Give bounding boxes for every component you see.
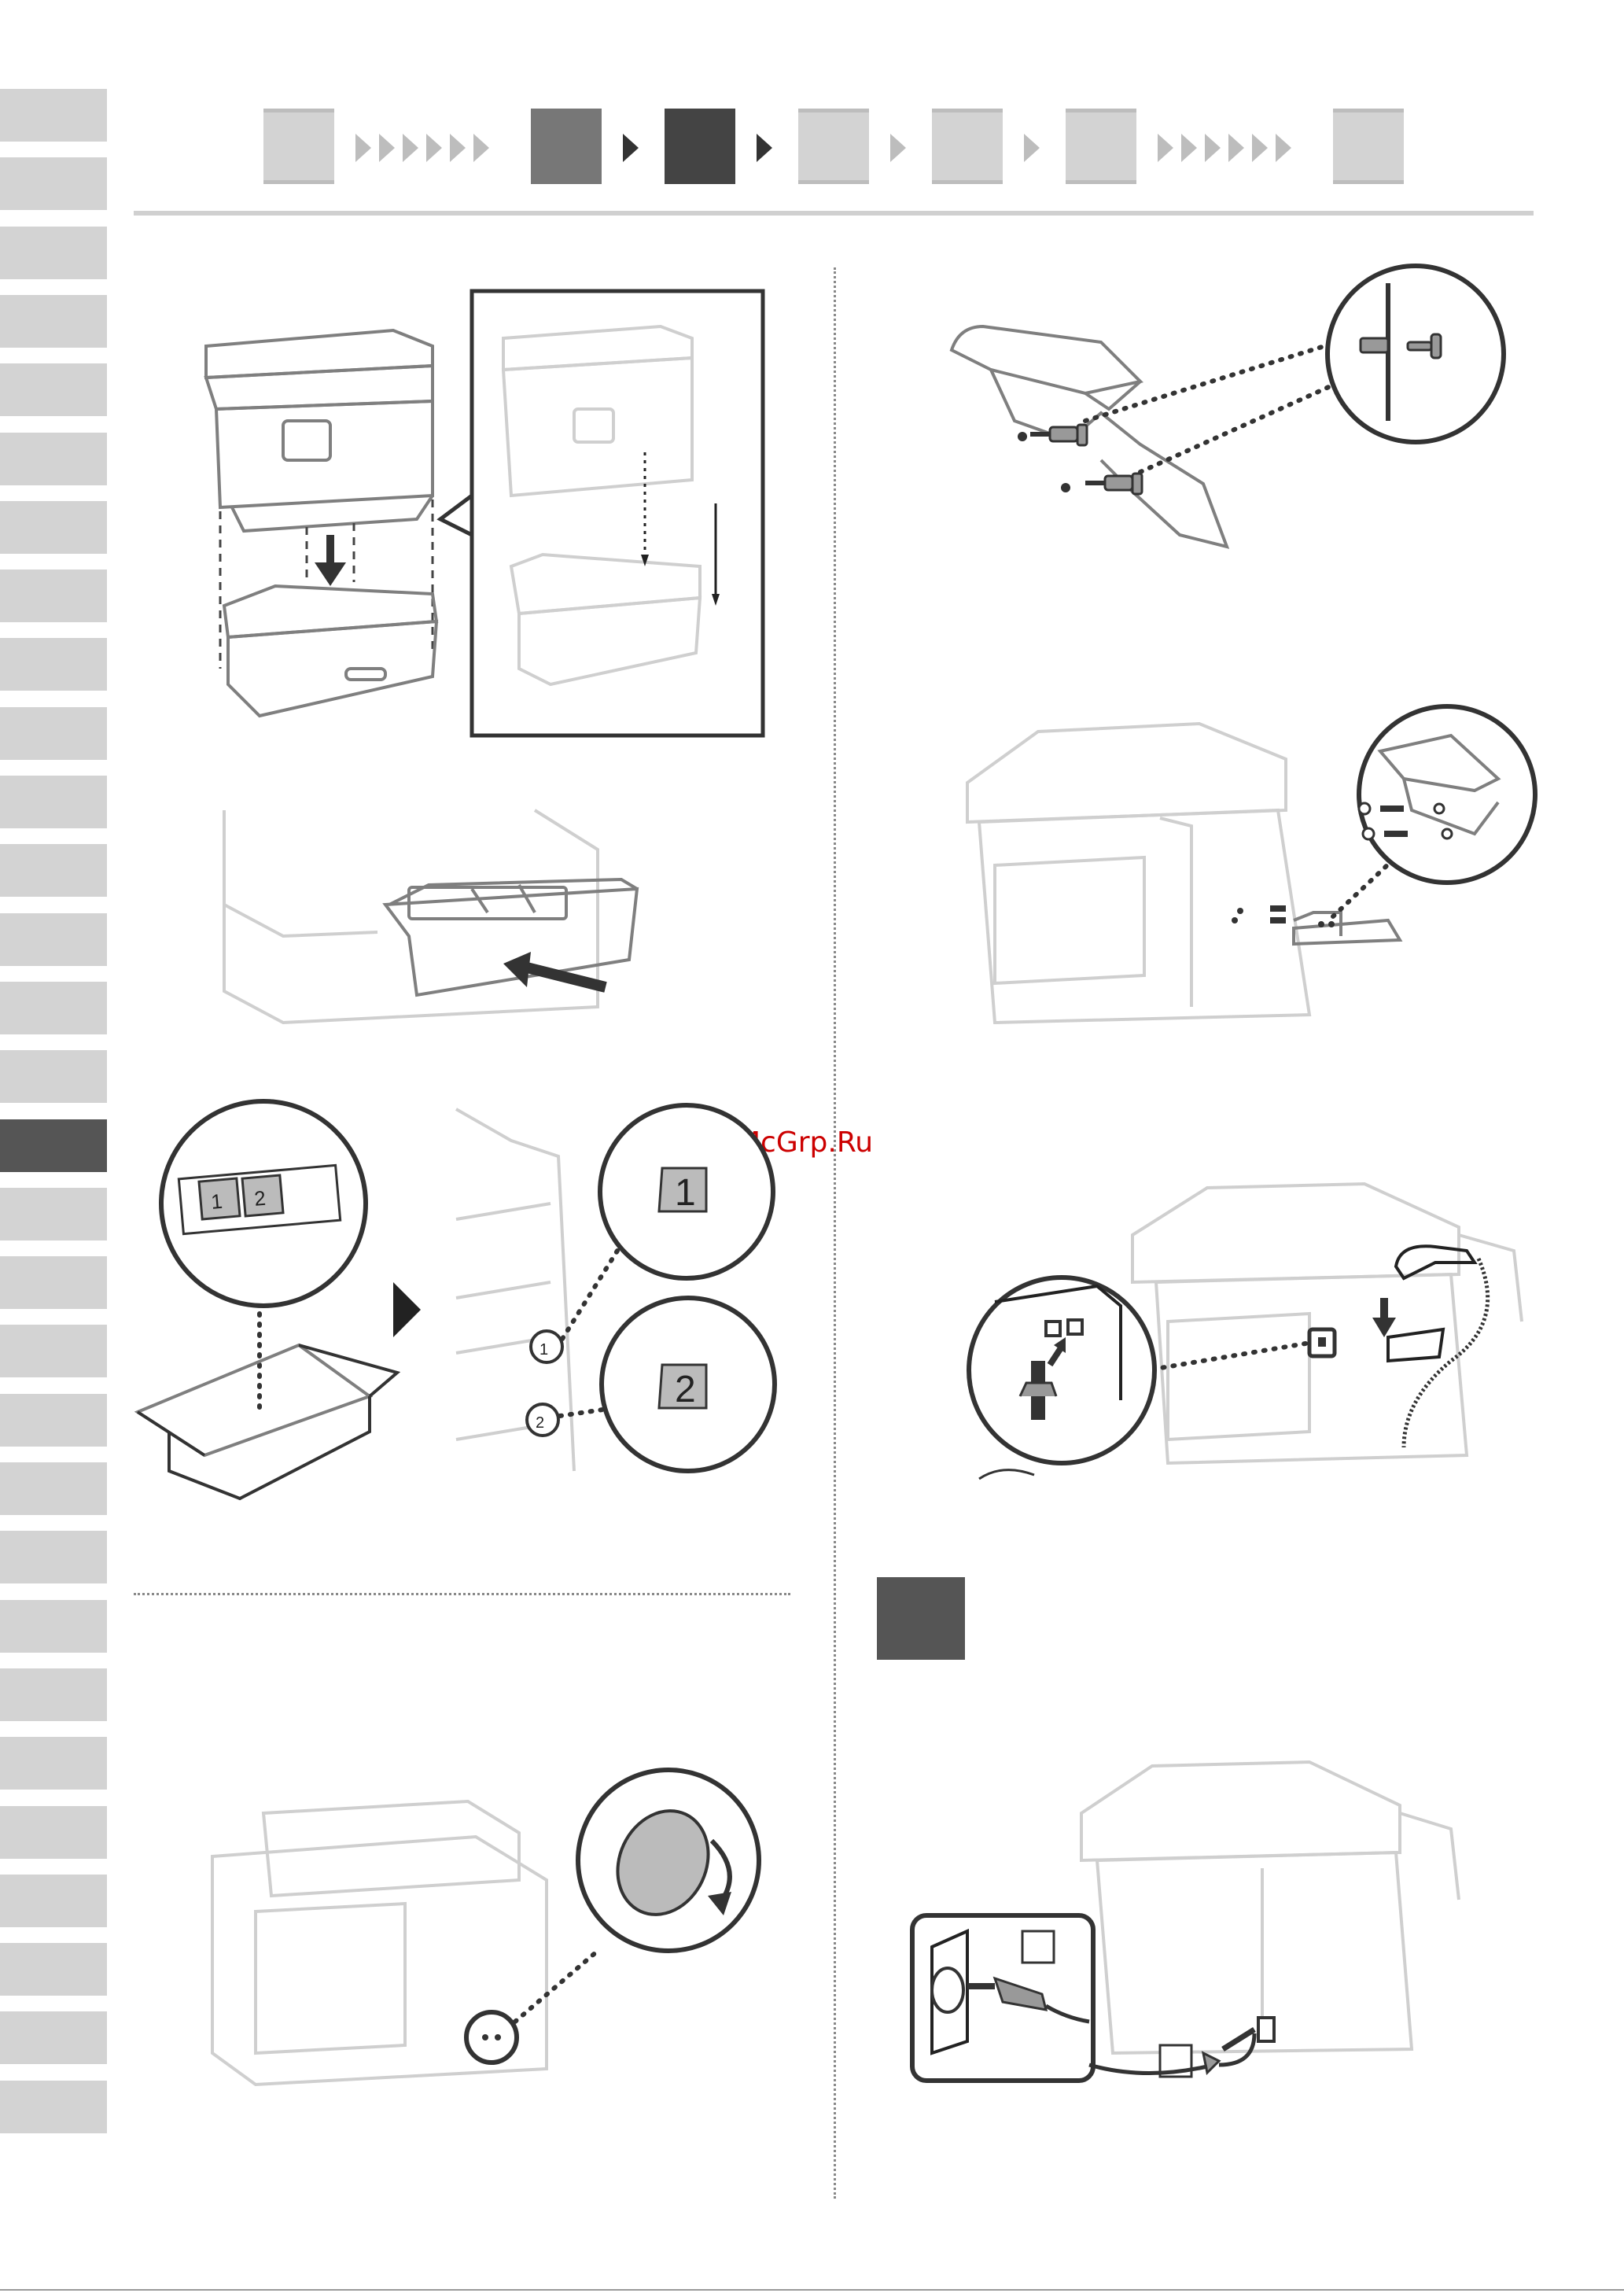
language-tab xyxy=(0,2011,107,2064)
progress-arrow-icon xyxy=(1205,134,1221,162)
remove-cap-illustration xyxy=(208,1754,767,2124)
language-tab xyxy=(0,844,107,897)
progress-arrow-icon xyxy=(450,134,466,162)
language-tab xyxy=(0,157,107,210)
progress-arrow-icon xyxy=(426,134,442,162)
progress-step-6 xyxy=(1066,109,1136,184)
step-number-box xyxy=(877,1577,965,1660)
language-tab xyxy=(0,227,107,279)
language-tab xyxy=(0,1050,107,1103)
progress-step-2 xyxy=(531,109,602,184)
label-sheet-1: 1 xyxy=(210,1189,223,1214)
language-tab xyxy=(0,1256,107,1309)
language-tab xyxy=(0,433,107,485)
language-tab xyxy=(0,1600,107,1653)
language-tab xyxy=(0,1394,107,1447)
language-tab xyxy=(0,570,107,622)
progress-step-5 xyxy=(932,109,1003,184)
progress-arrow-icon xyxy=(379,134,395,162)
progress-step-7 xyxy=(1333,109,1404,184)
language-tab xyxy=(0,776,107,828)
language-tab xyxy=(0,501,107,554)
connect-handset-illustration xyxy=(963,1164,1530,1495)
progress-step-3-current xyxy=(665,109,735,184)
language-tab xyxy=(0,913,107,966)
language-tab xyxy=(0,1668,107,1721)
progress-arrow-icon xyxy=(1276,134,1291,162)
progress-arrow-icon xyxy=(1228,134,1244,162)
progress-arrow-icon xyxy=(623,134,639,162)
language-tab xyxy=(0,1806,107,1859)
paper-drawer-illustration xyxy=(220,802,645,1038)
header-rule xyxy=(134,211,1534,216)
footer-rule xyxy=(0,2289,1624,2291)
language-tab xyxy=(0,1943,107,1996)
progress-step-1 xyxy=(263,109,334,184)
language-tab xyxy=(0,982,107,1034)
language-tab xyxy=(0,2081,107,2133)
language-tab xyxy=(0,638,107,691)
progress-arrow-icon xyxy=(403,134,418,162)
section-divider xyxy=(134,1593,790,1595)
progress-arrow-icon xyxy=(890,134,906,162)
language-tab xyxy=(0,1737,107,1790)
handset-screws-illustration xyxy=(944,264,1518,562)
language-tab xyxy=(0,363,107,416)
progress-arrow-icon xyxy=(1024,134,1040,162)
attach-holder-illustration xyxy=(963,692,1530,1030)
language-tab xyxy=(0,1531,107,1583)
label-sheet-2: 2 xyxy=(253,1186,267,1211)
language-tab xyxy=(0,89,107,142)
progress-step-4 xyxy=(798,109,869,184)
power-cord-illustration xyxy=(908,1750,1475,2112)
progress-arrow-icon xyxy=(757,134,772,162)
drawer-label-2: 2 xyxy=(536,1414,544,1432)
language-tab xyxy=(0,1875,107,1927)
progress-arrow-icon xyxy=(1181,134,1197,162)
language-tab xyxy=(0,1119,107,1172)
language-tab xyxy=(0,1325,107,1377)
progress-arrow-icon xyxy=(1158,134,1173,162)
language-tab xyxy=(0,1462,107,1515)
language-tab xyxy=(0,1188,107,1241)
zoom-label-2: 2 xyxy=(675,1369,696,1410)
language-tab xyxy=(0,707,107,760)
language-tab xyxy=(0,295,107,348)
progress-arrow-icon xyxy=(355,134,371,162)
zoom-label-1: 1 xyxy=(675,1172,696,1214)
progress-arrow-icon xyxy=(473,134,489,162)
drawer-label-1: 1 xyxy=(539,1341,548,1358)
progress-arrow-icon xyxy=(1252,134,1268,162)
drawer-label-illustration: 1 2 1 2 1 2 xyxy=(134,1093,794,1495)
column-divider xyxy=(834,267,836,2199)
cassette-feeder-illustration xyxy=(197,283,771,739)
